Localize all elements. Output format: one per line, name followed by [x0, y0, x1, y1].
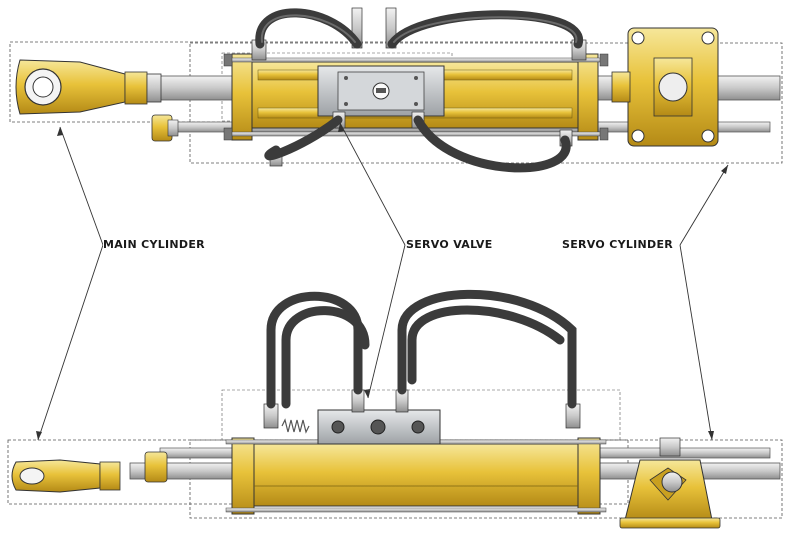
rod-clamp-top — [151, 114, 179, 142]
servo-cylinder-mount-top — [611, 27, 719, 147]
main-cylinder-barrel-side — [225, 437, 607, 515]
rod-end-eye-top — [15, 59, 162, 115]
side-view — [7, 289, 783, 529]
main-cylinder-label: MAIN CYLINDER — [103, 238, 205, 252]
rod-end-eye-side — [11, 451, 168, 493]
leader-arrowheads — [36, 123, 728, 440]
spring-side — [281, 418, 310, 434]
top-view — [9, 7, 783, 173]
servo-cylinder-label: SERVO CYLINDER — [562, 238, 674, 252]
servo-valve-label: SERVO VALVE — [406, 238, 493, 252]
hoses-top-highlight — [260, 14, 578, 43]
hoses-side — [266, 289, 577, 409]
servo-valve-block-side — [317, 389, 441, 445]
leader-lines — [37, 122, 729, 441]
servo-cylinder-mount-side — [619, 437, 721, 529]
servo-valve-block-top — [317, 65, 445, 117]
